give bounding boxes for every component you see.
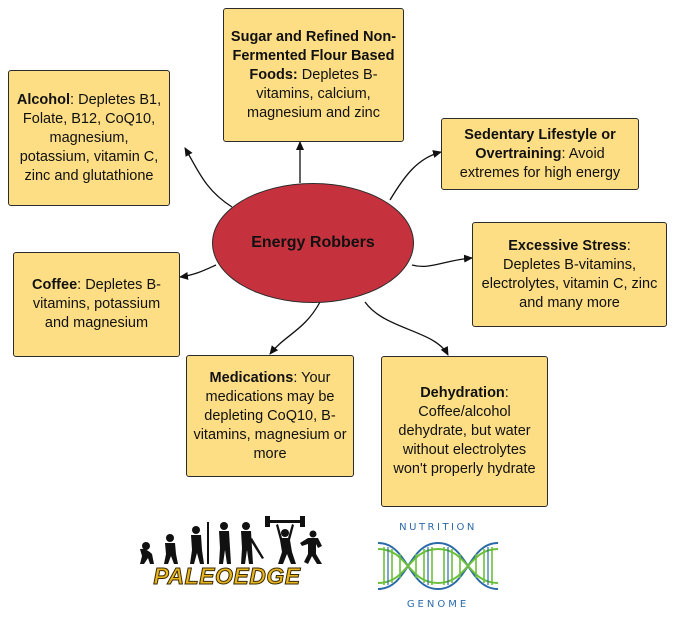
node-dehydration: Dehydration: Coffee/alcohol dehydrate, b… — [381, 356, 548, 507]
arrow-stress — [411, 254, 473, 267]
node-stress-desc: Depletes B-vitamins, electrolytes, vitam… — [481, 256, 658, 311]
node-alcohol-desc: Depletes B1, Folate, B12, CoQ10, magnesi… — [19, 91, 162, 184]
node-alcohol: Alcohol: Depletes B1, Folate, B12, CoQ10… — [8, 70, 170, 206]
node-medications-title: Medications — [209, 369, 294, 386]
node-medications: Medications: Your medications may be dep… — [186, 355, 354, 477]
node-sugar-desc: Depletes B-vitamins, calcium, magnesium … — [247, 66, 380, 121]
node-dehydration-title: Dehydration — [420, 385, 505, 401]
node-sedentary-desc: Avoid extremes for high energy — [459, 145, 621, 181]
paleo-evolution-silhouette-icon — [140, 516, 322, 564]
nutrition-genome-top-text: NUTRITION — [399, 522, 477, 533]
node-sugar: Sugar and Refined Non-Fermented Flour Ba… — [223, 8, 404, 142]
arrow-coffee — [179, 264, 217, 280]
arrow-sedentary — [389, 150, 442, 201]
node-coffee-desc: Depletes B-vitamins, potassium and magne… — [32, 277, 161, 331]
node-dehydration-desc: Coffee/alcohol dehydrate, but water with… — [393, 404, 536, 477]
arrow-dehydration — [364, 301, 449, 356]
paleo-edge-logo-text: PALEOEDGE — [153, 563, 301, 590]
arrow-alcohol — [184, 147, 233, 208]
node-alcohol-title: Alcohol — [16, 91, 71, 108]
node-medications-desc: Your medications may be depleting CoQ10,… — [193, 369, 347, 462]
node-sedentary: Sedentary Lifestyle or Overtraining: Avo… — [441, 118, 639, 190]
node-stress-title: Excessive Stress — [508, 237, 627, 254]
arrow-medications — [269, 301, 321, 355]
node-sedentary-title: Sedentary Lifestyle or Overtraining — [464, 126, 616, 162]
node-coffee-title: Coffee — [32, 277, 78, 293]
dna-helix-icon — [378, 541, 498, 591]
node-sugar-title: Sugar and Refined Non-Fermented Flour Ba… — [230, 28, 397, 83]
node-stress: Excessive Stress: Depletes B-vitamins, e… — [472, 222, 667, 327]
nutrition-genome-bottom-text: GENOME — [406, 599, 470, 610]
center-label: Energy Robbers — [251, 234, 375, 251]
node-coffee: Coffee: Depletes B-vitamins, potassium a… — [13, 252, 180, 357]
energy-robbers-center: Energy Robbers — [212, 183, 414, 303]
